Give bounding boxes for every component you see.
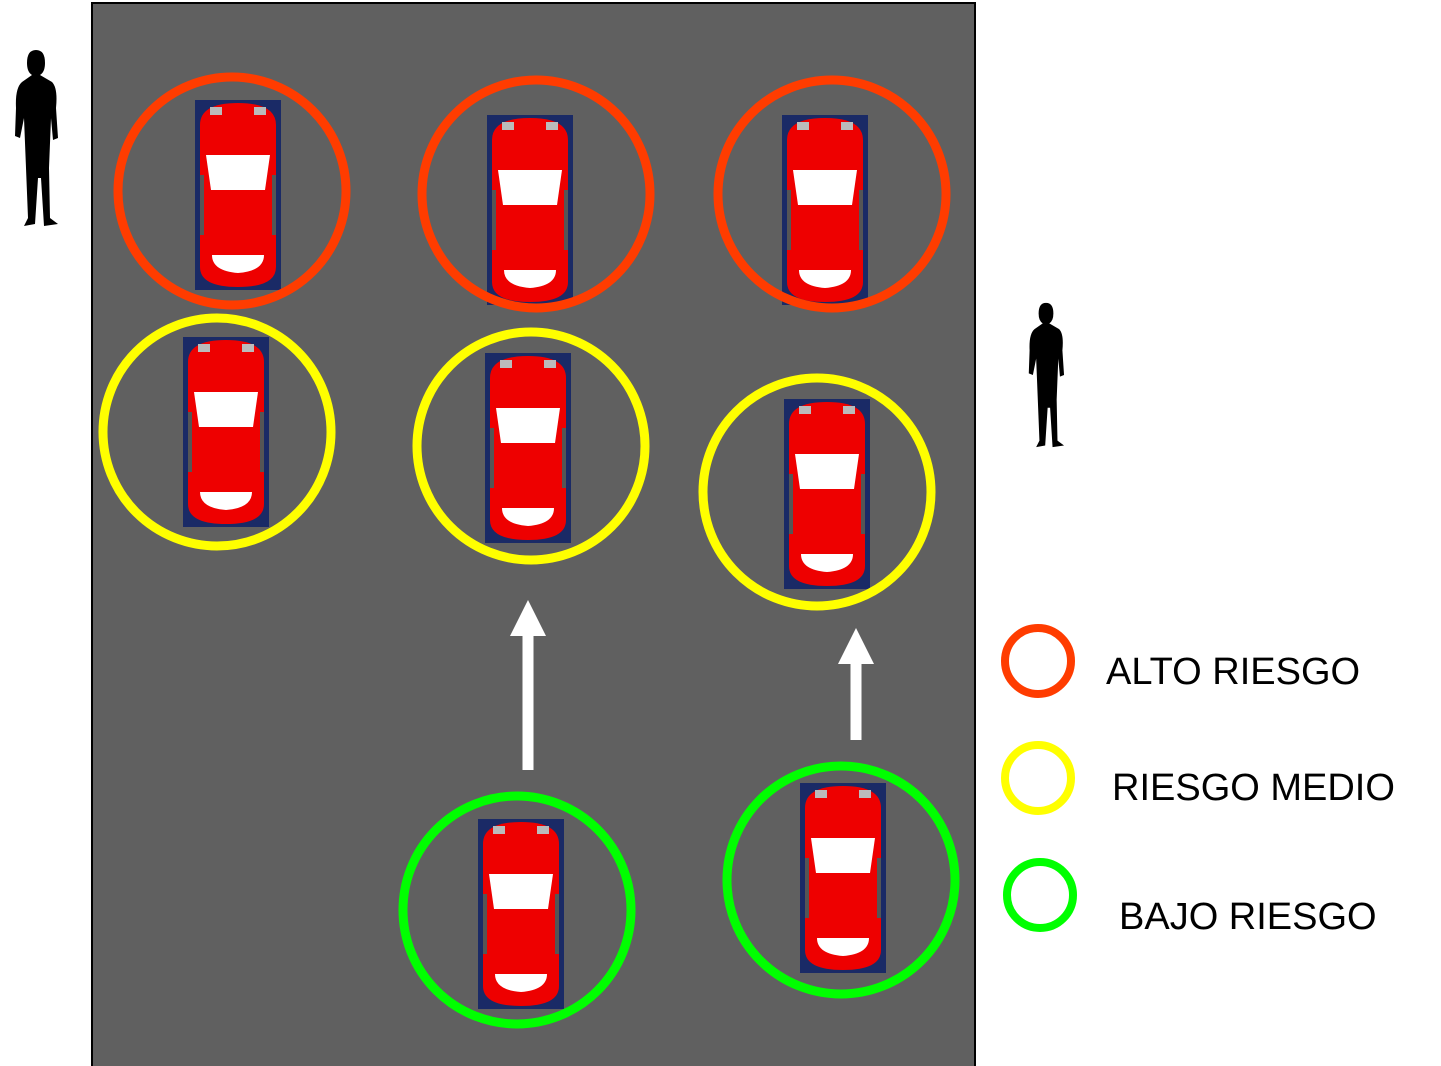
legend-label-high: ALTO RIESGO	[1106, 651, 1361, 693]
legend-label-medium: RIESGO MEDIO	[1112, 767, 1395, 809]
car-6	[784, 399, 870, 589]
car-2-risk-circle	[417, 75, 655, 313]
car-2	[487, 115, 573, 305]
car-3-risk-circle	[713, 75, 951, 313]
up-arrow-icon	[838, 628, 874, 740]
car-4	[183, 337, 269, 527]
yellow-circle-icon	[1001, 741, 1075, 815]
car-3	[782, 115, 868, 305]
car-7	[478, 819, 564, 1009]
car-7-risk-circle	[398, 791, 636, 1029]
car-5	[485, 353, 571, 543]
person-silhouette-icon	[1028, 302, 1065, 448]
green-circle-icon	[1003, 858, 1077, 932]
car-8	[800, 783, 886, 973]
car-5-risk-circle	[412, 327, 650, 565]
car-1	[195, 100, 281, 290]
car-8-risk-circle	[722, 761, 960, 999]
red-circle-icon	[1001, 624, 1075, 698]
car-6-risk-circle	[698, 373, 936, 611]
legend-label-low: BAJO RIESGO	[1119, 896, 1377, 938]
car-1-risk-circle	[113, 72, 351, 310]
person-silhouette-icon	[15, 50, 58, 226]
up-arrow-icon	[510, 600, 546, 770]
car-4-risk-circle	[98, 313, 336, 551]
